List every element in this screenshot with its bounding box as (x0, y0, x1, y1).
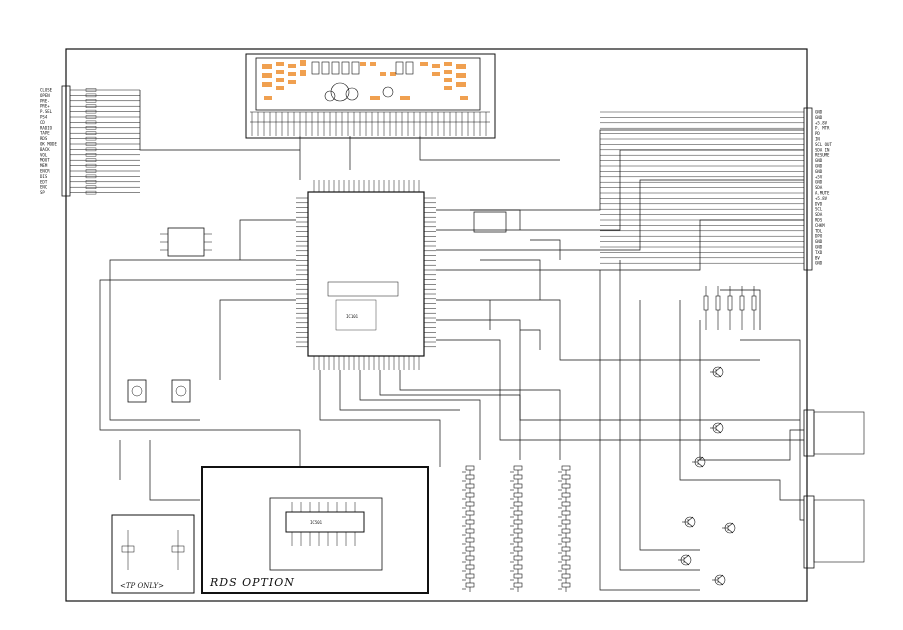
mcu-label: IC101 (346, 314, 359, 319)
wire (399, 370, 561, 460)
left-pin-label: OK MODE (40, 142, 57, 147)
right-pin-label: GND (815, 158, 823, 163)
left-pin-label: RADIO (40, 125, 53, 130)
right-pin-label: GND (815, 169, 823, 174)
wire (319, 370, 441, 467)
left-pin-label: PRE- (40, 98, 50, 103)
right-pin-label: SDA (815, 185, 823, 190)
wire (436, 179, 804, 251)
wire (139, 90, 300, 151)
left-pin-label: RDS (40, 136, 48, 141)
left-pin-label: MOUT (40, 158, 50, 163)
connector-right-mid (803, 409, 865, 457)
wire (599, 270, 700, 591)
right-pin-label: TDL (815, 228, 823, 233)
encoder-left (127, 379, 147, 403)
left-pin-label: MEM (40, 163, 48, 168)
rds-option-label: RDS OPTION (209, 576, 295, 589)
right-pin-label: SCL OUT (815, 142, 832, 147)
wire (720, 289, 761, 330)
wire (239, 219, 296, 260)
right-pin-label: SCL (815, 207, 823, 212)
right-pin-label: GND (815, 110, 823, 115)
left-pin-label: SP (40, 190, 45, 195)
wire (149, 440, 200, 501)
right-pin-label: SDA IN (815, 147, 830, 152)
right-pin-label: DVD (815, 201, 823, 206)
wire (679, 300, 804, 501)
left-pin-label: ENC (40, 185, 48, 190)
right-pin-label: P. MTR (815, 126, 830, 131)
wire (619, 260, 700, 571)
wire (436, 149, 804, 231)
left-pin-label: TAPE (40, 131, 50, 136)
right-pin-label: PD (815, 131, 820, 136)
wire (436, 299, 760, 361)
wire (379, 370, 521, 460)
wire (219, 299, 296, 380)
vfd-display (245, 53, 496, 139)
mcu-ic101: IC101 (296, 180, 436, 370)
left-pin-label: BACK (40, 147, 50, 152)
wire (419, 136, 560, 161)
right-pin-label: GND (815, 115, 823, 120)
left-pin-label: CD (40, 120, 45, 125)
wire (740, 339, 804, 521)
right-pin-label: GND (815, 180, 823, 185)
right-pin-label: SDA (815, 212, 823, 217)
right-pin-label: CHKM (815, 223, 825, 228)
right-pin-label: +5.8V (815, 196, 828, 201)
rds-ic-label: IC501 (310, 520, 323, 525)
right-pin-label: A.MUTE (815, 191, 830, 196)
left-pin-label: DIS (40, 174, 48, 179)
wire (699, 320, 804, 461)
left-pin-label: EDT (40, 179, 48, 184)
left-pin-label: P.SEL (40, 109, 53, 114)
left-connector: CLOSEOPENPRE-PRE+P.SELPS4CDRADIOTAPERDSO… (40, 85, 140, 197)
left-pin-label: VOL (40, 152, 48, 157)
left-pin-label: ENCR (40, 169, 50, 174)
wire (520, 329, 541, 350)
right-pin-label: GND (815, 239, 823, 244)
right-pin-label: +5.8V (815, 120, 828, 125)
right-pin-label: BV (815, 255, 820, 260)
right-pin-label: TXD (815, 250, 823, 255)
wire (359, 370, 481, 460)
right-pin-label: GND (815, 164, 823, 169)
wire (436, 319, 800, 421)
wire (480, 259, 541, 300)
left-pin-label: OPEN (40, 93, 50, 98)
right-pin-label: IN (815, 137, 820, 142)
outer-frame (65, 48, 808, 602)
left-pin-label: PRE+ (40, 104, 50, 109)
right-pin-label: GND (815, 245, 823, 250)
small-ic-left (160, 227, 212, 257)
right-pin-label: RESUME (815, 153, 830, 158)
wire (473, 211, 507, 233)
wire (339, 370, 460, 411)
wire (109, 259, 296, 421)
wire (436, 219, 804, 271)
tp-only-label: <TP ONLY> (120, 582, 164, 590)
connector-right-low (803, 495, 865, 569)
tp-only-block: <TP ONLY> (111, 514, 195, 594)
right-pin-label: DPO (815, 234, 823, 239)
wire (470, 209, 521, 230)
left-pin-label: PS4 (40, 115, 48, 120)
wire (99, 279, 301, 467)
right-pin-label: +5V (815, 174, 823, 179)
encoder-right (171, 379, 191, 403)
right-pin-label: GND (815, 261, 823, 266)
right-pin-label: RDS (815, 218, 823, 223)
left-pin-label: CLOSE (40, 88, 53, 93)
rds-option-block: RDS OPTION IC501 (201, 466, 429, 594)
wire (639, 300, 700, 551)
wire (530, 239, 561, 260)
